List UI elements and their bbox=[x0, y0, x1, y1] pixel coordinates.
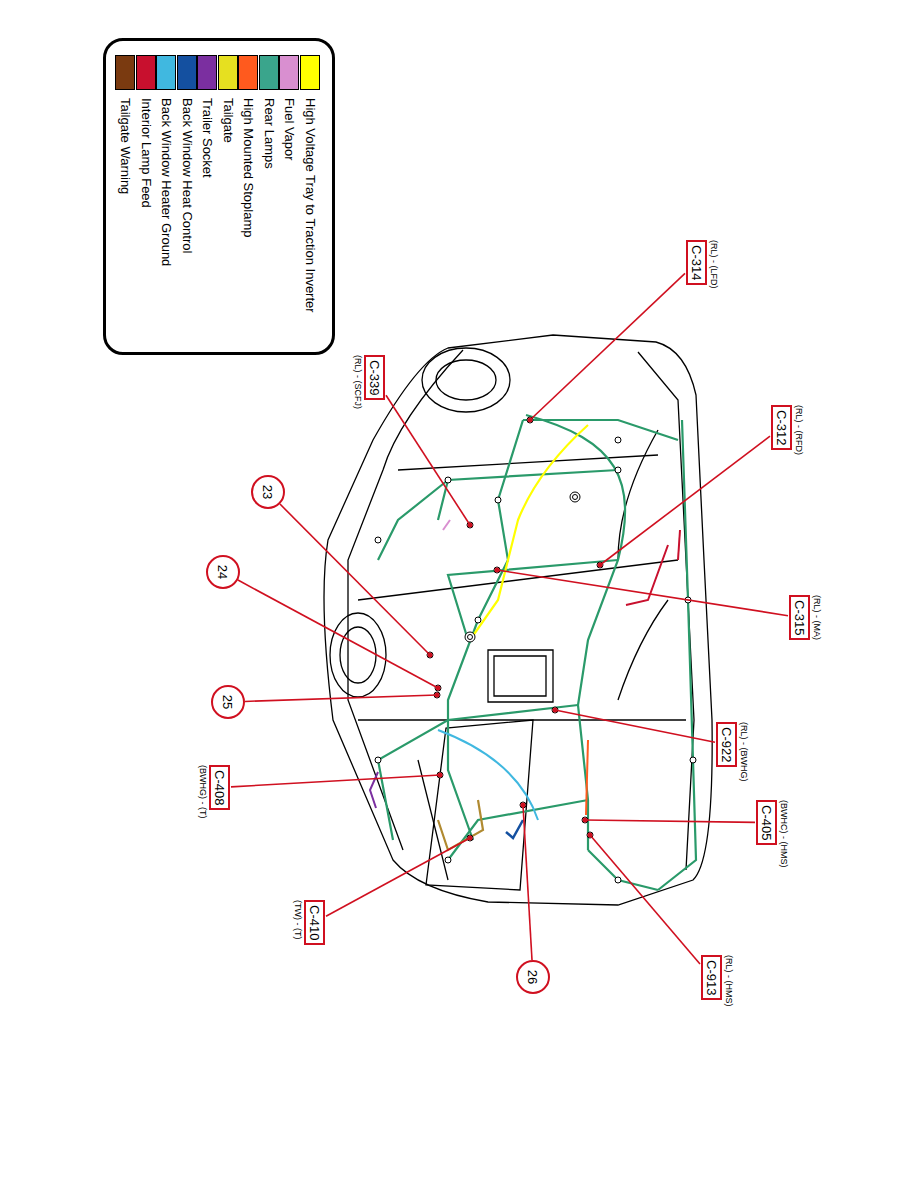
leader-point bbox=[553, 708, 558, 713]
legend-text: Back Window Heater Ground bbox=[159, 98, 175, 266]
leader-line bbox=[245, 695, 437, 701]
leader-line bbox=[386, 395, 470, 525]
leader-point bbox=[436, 686, 441, 691]
legend-text: Tailgate Warning bbox=[118, 98, 134, 194]
leader-line bbox=[523, 805, 532, 960]
leader-line bbox=[590, 835, 700, 964]
connector-label: (RL) - (MA)C-315 bbox=[789, 595, 823, 640]
connector-label: (RL) - (LFD)C-314 bbox=[686, 240, 720, 289]
legend-swatch bbox=[280, 55, 300, 90]
legend-text: Fuel Vapor bbox=[282, 98, 298, 161]
legend-swatch bbox=[177, 55, 197, 90]
connector-pair: (RL) - (HMS) bbox=[722, 955, 735, 1007]
legend-swatch bbox=[239, 55, 259, 90]
connector-id: C-408 bbox=[209, 765, 230, 810]
callout-circle: 24 bbox=[206, 555, 240, 589]
leader-line bbox=[585, 820, 755, 822]
legend-box: High Voltage Tray to Traction InverterFu… bbox=[103, 38, 335, 355]
leader-line bbox=[231, 775, 440, 787]
callout-number: 24 bbox=[216, 565, 231, 579]
connector-label: C-410(TW) - (T) bbox=[291, 900, 325, 945]
legend-text: Tailgate bbox=[220, 98, 236, 143]
leader-point bbox=[438, 773, 443, 778]
connector-label: C-339(RL) - (SCFJ) bbox=[351, 355, 385, 409]
legend-swatch bbox=[198, 55, 218, 90]
legend-text: High Voltage Tray to Traction Inverter bbox=[302, 98, 318, 313]
connector-id: C-913 bbox=[701, 955, 722, 1000]
legend-text: Trailer Socket bbox=[200, 98, 216, 178]
callout-circle: 23 bbox=[251, 475, 285, 509]
connector-id: C-312 bbox=[771, 405, 792, 450]
leader-line bbox=[530, 273, 685, 420]
callout-number: 25 bbox=[221, 695, 236, 709]
leader-line bbox=[326, 838, 470, 916]
connector-label: (RL) - (BWHG)C-922 bbox=[716, 722, 750, 782]
legend-text: High Mounted Stoplamp bbox=[241, 98, 257, 237]
leader-point bbox=[495, 568, 500, 573]
legend-text: Interior Lamp Feed bbox=[138, 98, 154, 208]
connector-pair: (RL) - (LFD) bbox=[707, 240, 720, 289]
connector-id: C-315 bbox=[789, 595, 810, 640]
connector-pair: (BWHG) - (T) bbox=[196, 765, 209, 818]
legend-swatch bbox=[218, 55, 238, 90]
connector-pair: (RL) - (SCFJ) bbox=[351, 355, 364, 409]
connector-id: C-922 bbox=[716, 722, 737, 767]
leader-point bbox=[583, 818, 588, 823]
leader-point bbox=[435, 693, 440, 698]
legend-swatch bbox=[157, 55, 177, 90]
connector-label: (BWHC) - (HMS)C-405 bbox=[756, 800, 790, 867]
leader-point bbox=[428, 653, 433, 658]
connector-pair: (BWHC) - (HMS) bbox=[777, 800, 790, 867]
connector-label: (RL) - (HMS)C-913 bbox=[701, 955, 735, 1007]
callout-circle: 26 bbox=[516, 960, 550, 994]
connector-label: C-408(BWHG) - (T) bbox=[196, 765, 230, 818]
callout-number: 26 bbox=[526, 970, 541, 984]
leader-point bbox=[598, 563, 603, 568]
connector-label: (RL) - (RFD)C-312 bbox=[771, 405, 805, 455]
legend-text: Back Window Heat Control bbox=[179, 98, 195, 253]
connector-id: C-314 bbox=[686, 240, 707, 285]
leader-line bbox=[555, 710, 715, 742]
legend-swatch bbox=[259, 55, 279, 90]
legend-text: Rear Lamps bbox=[261, 98, 277, 169]
callout-circle: 25 bbox=[211, 685, 245, 719]
connector-pair: (RL) - (BWHG) bbox=[737, 722, 750, 782]
connector-id: C-410 bbox=[304, 900, 325, 945]
connector-pair: (RL) - (MA) bbox=[810, 595, 823, 640]
leader-line bbox=[238, 580, 438, 688]
leader-line bbox=[497, 570, 788, 616]
leader-line bbox=[280, 504, 430, 655]
connector-id: C-405 bbox=[756, 800, 777, 845]
connector-pair: (RL) - (RFD) bbox=[792, 405, 805, 455]
legend-swatch bbox=[136, 55, 156, 90]
callout-number: 23 bbox=[261, 485, 276, 499]
connector-pair: (TW) - (T) bbox=[291, 900, 304, 939]
leader-point bbox=[521, 803, 526, 808]
leader-point bbox=[588, 833, 593, 838]
legend-swatch bbox=[300, 55, 320, 90]
leader-point bbox=[468, 836, 473, 841]
leader-point bbox=[468, 523, 473, 528]
leader-line bbox=[600, 436, 770, 565]
connector-id: C-339 bbox=[364, 355, 385, 400]
legend-swatch bbox=[116, 55, 136, 90]
leader-point bbox=[528, 418, 533, 423]
